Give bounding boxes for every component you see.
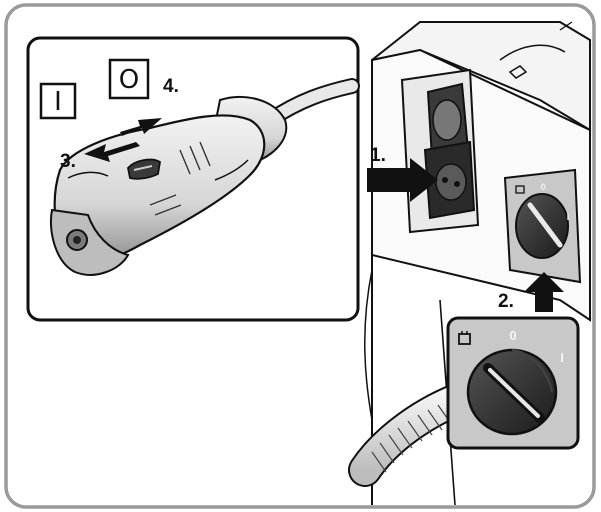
step-4-arrow <box>120 118 162 136</box>
small-dial-off-mark: 0 <box>540 182 545 192</box>
dial-off-mark: 0 <box>509 328 516 343</box>
rotary-switch-icon: 0 I <box>503 168 582 284</box>
step-1-label: 1. <box>370 145 386 166</box>
step-2-label: 2. <box>498 291 514 312</box>
step-3-arrow <box>84 142 140 162</box>
small-dial-on-mark: I <box>567 212 570 222</box>
off-symbol: O <box>119 65 139 95</box>
rotary-switch-zoom-inset: 0 I <box>446 316 580 450</box>
on-symbol-box: I <box>39 82 77 120</box>
step-1-arrow <box>367 158 438 202</box>
step-4-label: 4. <box>163 76 179 97</box>
power-outlet-icon <box>423 82 476 220</box>
dial-on-mark: I <box>560 350 564 365</box>
on-symbol: I <box>54 87 62 117</box>
step-2-arrow <box>524 272 564 312</box>
step-3-label: 3. <box>60 151 76 172</box>
off-symbol-box: O <box>108 58 150 100</box>
tool-slide-switch <box>127 158 161 180</box>
